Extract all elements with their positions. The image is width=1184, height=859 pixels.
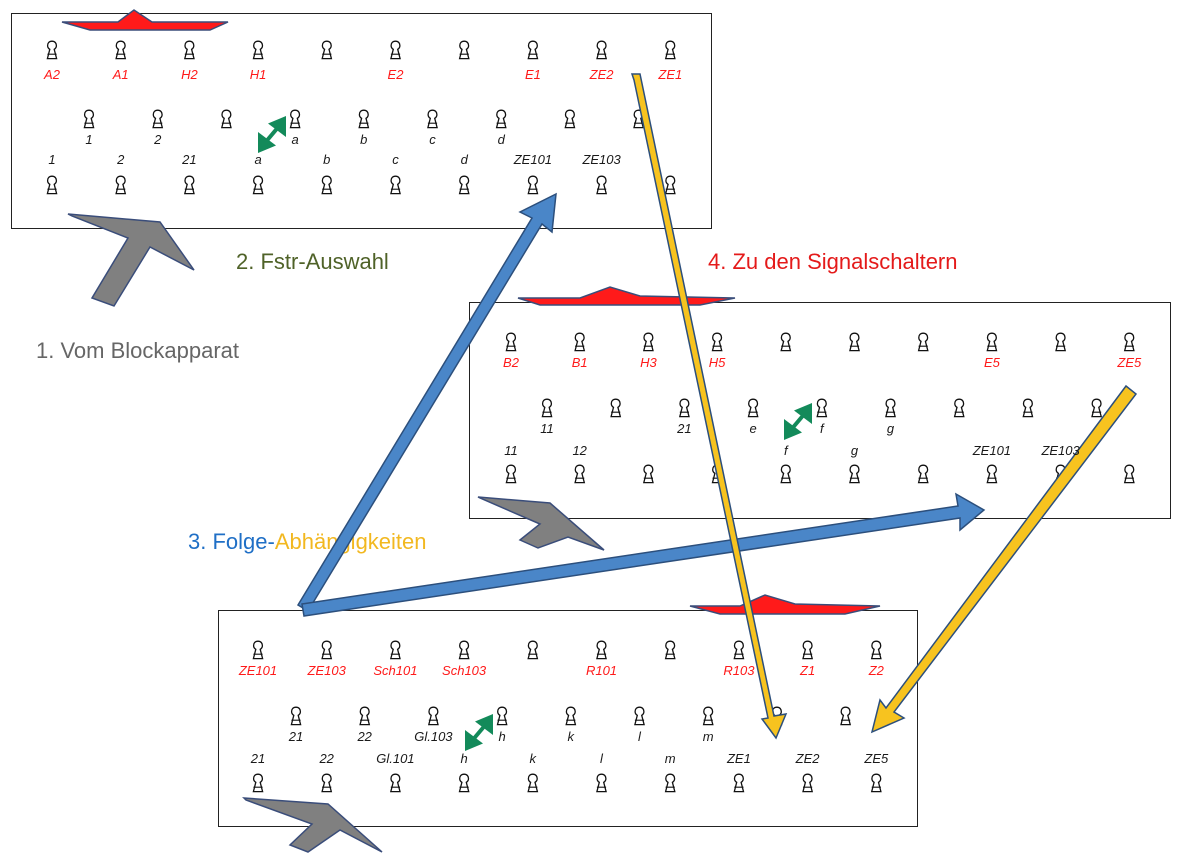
panel-2-signal-label: H5 — [708, 355, 726, 370]
panel-1-mid-label: a — [291, 132, 299, 147]
panel-2-signal-label: H3 — [640, 355, 657, 370]
panel-3-bottom-label: ZE5 — [864, 751, 889, 766]
panel-1-signal-label: H2 — [181, 67, 198, 82]
panel-1-signal-label: E2 — [387, 67, 404, 82]
panel-2-mid-label: 21 — [677, 421, 692, 436]
panel-1-bottom-label: 2 — [117, 152, 125, 167]
panel-3-mid-label: k — [567, 729, 575, 744]
panel-3-bottom-label: k — [529, 751, 537, 766]
panel-2-bottom-label: g — [850, 443, 859, 458]
panel-3-bottom-label: h — [460, 751, 468, 766]
panel-2-mid-label: f — [819, 421, 824, 436]
panel-3-signal-label: Z2 — [868, 663, 884, 678]
panel-2-mid-label: e — [749, 421, 757, 436]
panel-2-signal-label: E5 — [983, 355, 1000, 370]
panel-3-bottom-label: ZE2 — [795, 751, 820, 766]
panel-3-mid-label: 21 — [288, 729, 304, 744]
panel-3-signal-label: R101 — [585, 663, 618, 678]
panel-1-signal-label: A1 — [112, 67, 129, 82]
panel-1-mid-label: 2 — [154, 132, 162, 147]
panel-2-bottom-label: 11 — [504, 443, 518, 458]
panel-1-signal-label: H1 — [249, 67, 267, 82]
panel-2-bottom-label: 12 — [572, 443, 587, 458]
panel-3-bottom-label: ZE1 — [726, 751, 751, 766]
panel-3-mid-label: Gl.103 — [414, 729, 453, 744]
panel-1-mid-label: 1 — [85, 132, 93, 147]
panel-1-bottom-label: 21 — [182, 152, 197, 167]
panel-3-mid-label: m — [702, 729, 714, 744]
panel-3-mid-label: l — [638, 729, 641, 744]
legend-step3: 3. Folge-Abhängigkeiten — [188, 529, 427, 555]
panel-1-mid-label: d — [497, 132, 505, 147]
panel-3-mid-label: 22 — [357, 729, 372, 744]
panel-3-mid-label: h — [498, 729, 506, 744]
panel-1-bottom-label: ZE103 — [582, 152, 621, 167]
panel-1-signal-label: ZE2 — [589, 67, 614, 82]
panel-2-mid-label: 11 — [540, 421, 554, 436]
panel-1-bottom-label: b — [323, 152, 331, 167]
legend-step4: 4. Zu den Signalschaltern — [708, 249, 958, 274]
panel-2-signal-label: B1 — [571, 355, 588, 370]
panel-2-bottom-label: ZE101 — [972, 443, 1012, 458]
panel-3-bottom-label: 22 — [319, 751, 334, 766]
lock-panel-2 — [469, 302, 1171, 519]
panel-1-mid-label: c — [429, 132, 436, 147]
panel-1-bottom-label: a — [254, 152, 262, 167]
legend-step2: 2. Fstr-Auswahl — [236, 249, 389, 274]
panel-2-mid-label: g — [886, 421, 895, 436]
lock-panel-1 — [11, 13, 712, 229]
panel-3-signal-label: ZE101 — [238, 663, 278, 678]
panel-3-signal-label: Z1 — [800, 663, 816, 678]
panel-2-signal-label: B2 — [503, 355, 519, 370]
panel-3-signal-label: ZE103 — [307, 663, 346, 678]
panel-1-bottom-label: c — [392, 152, 399, 167]
panel-1-signal-label: ZE1 — [658, 67, 683, 82]
panel-1-mid-label: b — [360, 132, 368, 147]
legend-step3-yellow: Abhängigkeiten — [274, 529, 427, 554]
panel-2-bottom-label: ZE103 — [1041, 443, 1080, 458]
panel-2-signal-label: ZE5 — [1117, 355, 1142, 370]
panel-1-bottom-label: d — [460, 152, 468, 167]
panel-3-bottom-label: 21 — [250, 751, 266, 766]
panel-3-signal-label: Sch103 — [442, 663, 487, 678]
panel-2-bottom-label: f — [783, 443, 788, 458]
panel-1-bottom-label: ZE101 — [513, 152, 553, 167]
panel-3-signal-label: R103 — [723, 663, 755, 678]
panel-1-bottom-label: 1 — [48, 152, 56, 167]
panel-3-bottom-label: m — [664, 751, 676, 766]
panel-1-signal-label: E1 — [524, 67, 541, 82]
lock-panel-3 — [218, 610, 918, 827]
legend-step3-blue: 3. Folge- — [188, 529, 275, 554]
panel-3-signal-label: Sch101 — [373, 663, 418, 678]
legend-step1: 1. Vom Blockapparat — [36, 338, 240, 363]
panel-3-bottom-label: l — [600, 751, 603, 766]
panel-3-bottom-label: Gl.101 — [376, 751, 415, 766]
panel-1-signal-label: A2 — [44, 67, 60, 82]
